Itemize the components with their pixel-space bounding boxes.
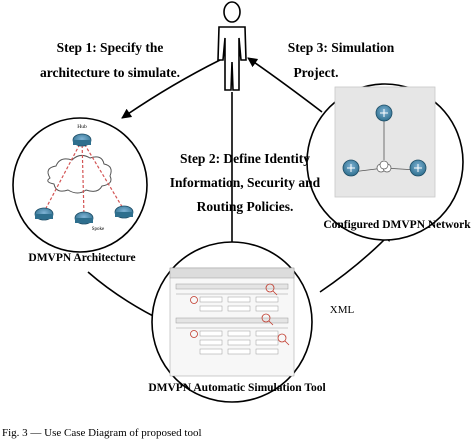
configured-network-circle — [306, 83, 464, 241]
figure-caption: Fig. 3 — Use Case Diagram of proposed to… — [2, 427, 202, 439]
tool-screenshot — [169, 267, 295, 377]
hub-router-icon — [72, 133, 92, 147]
step3-title: Step 3: Simulation — [288, 40, 395, 55]
architecture-circle: Hub Spoke — [12, 117, 148, 253]
highlight-marks — [190, 283, 290, 346]
step1-title: Step 1: Specify the — [57, 40, 164, 55]
step3-subtitle: Project. — [293, 65, 338, 80]
spoke-router-icon — [34, 207, 54, 221]
step2-title: Step 2: Define Identity — [180, 151, 310, 166]
step1-subtitle: architecture to simulate. — [40, 65, 180, 80]
simulation-tool-label: DMVPN Automatic Simulation Tool — [148, 382, 325, 394]
spoke-router-icon — [114, 205, 134, 219]
user-actor-icon — [217, 1, 247, 91]
arrow-network-to-actor — [247, 57, 323, 113]
arrow-actor-to-architecture — [121, 59, 221, 119]
router-icon — [342, 159, 360, 177]
connectors — [87, 57, 393, 323]
cloud-icon — [47, 154, 112, 194]
arrow-tool-to-network — [319, 231, 393, 293]
router-icon — [409, 159, 427, 177]
step2-line3: Routing Policies. — [197, 199, 294, 214]
cloud-icon — [376, 160, 392, 173]
step2-line2: Information, Security and — [170, 175, 321, 190]
step-labels: Step 1: Specify the architecture to simu… — [40, 40, 395, 214]
spoke-label: Spoke — [92, 227, 105, 232]
xml-label: XML — [330, 304, 355, 316]
hub-label: Hub — [77, 124, 87, 130]
architecture-label: DMVPN Architecture — [28, 252, 135, 264]
configured-network-label: Configured DMVPN Network — [323, 219, 471, 231]
router-icon — [375, 104, 393, 122]
spoke-router-icon — [74, 211, 94, 225]
simulation-tool-circle — [151, 241, 313, 403]
